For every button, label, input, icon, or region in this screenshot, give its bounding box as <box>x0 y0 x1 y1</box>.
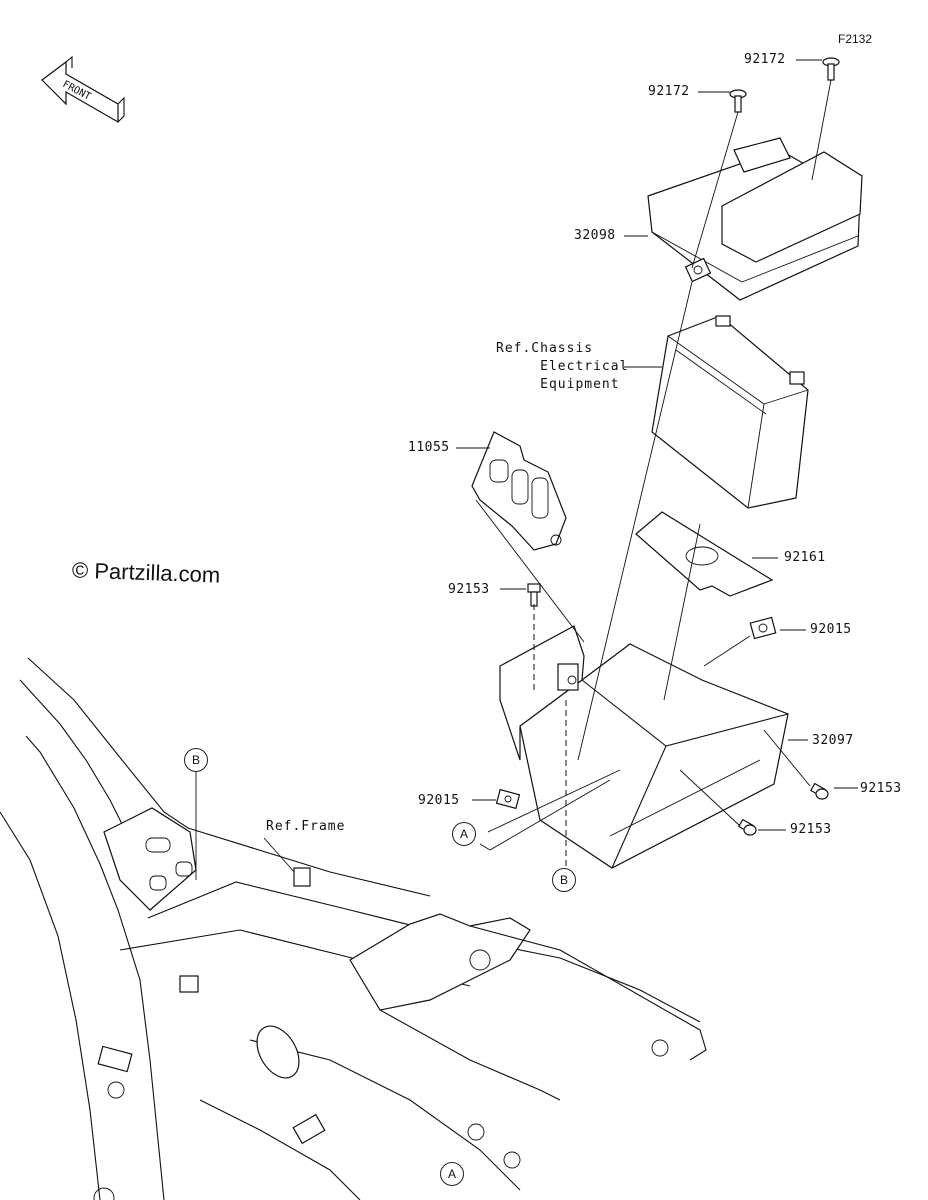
bracket-11055[interactable] <box>471 431 567 551</box>
callout-b-top: B <box>184 748 208 772</box>
battery-pad-92161[interactable] <box>635 511 774 597</box>
figure-code: F2132 <box>838 32 873 46</box>
part-label-92161[interactable]: 92161 <box>784 550 826 565</box>
bolt-92172-right[interactable] <box>822 57 840 81</box>
part-label-92153-right[interactable]: 92153 <box>860 781 902 796</box>
part-label-32097[interactable]: 32097 <box>812 733 854 748</box>
motorcycle-frame <box>0 657 707 1200</box>
ref-frame: Ref.Frame <box>266 819 346 834</box>
leader-lines <box>195 59 858 880</box>
part-label-92015-left[interactable]: 92015 <box>418 793 460 808</box>
bolt-92153-bottom[interactable] <box>737 818 757 836</box>
part-label-92172-right[interactable]: 92172 <box>744 52 786 67</box>
battery-cover-32098[interactable] <box>647 137 863 301</box>
part-label-92153-bottom[interactable]: 92153 <box>790 822 832 837</box>
bolt-92153-right[interactable] <box>809 782 829 800</box>
part-label-92153-top[interactable]: 92153 <box>448 582 490 597</box>
callout-a-bottom: A <box>440 1162 464 1186</box>
watermark: © Partzilla.com <box>71 557 221 588</box>
callout-a-top: A <box>452 822 476 846</box>
battery-case-32097[interactable] <box>499 625 789 869</box>
part-label-11055[interactable]: 11055 <box>408 440 450 455</box>
front-arrow-icon: FRONT <box>41 55 125 124</box>
part-label-92172-left[interactable]: 92172 <box>648 84 690 99</box>
bolt-92153-top[interactable] <box>527 583 541 607</box>
ref-chassis-electrical: Ref.Chassis Electrical Equipment <box>496 341 629 392</box>
nut-92015-right[interactable] <box>749 616 777 640</box>
callout-b-bottom: B <box>552 868 576 892</box>
part-label-92015-right[interactable]: 92015 <box>810 622 852 637</box>
part-label-32098[interactable]: 32098 <box>574 228 616 243</box>
battery <box>651 315 809 509</box>
bolt-92172-left[interactable] <box>729 89 747 113</box>
nut-92015-left[interactable] <box>495 788 521 810</box>
